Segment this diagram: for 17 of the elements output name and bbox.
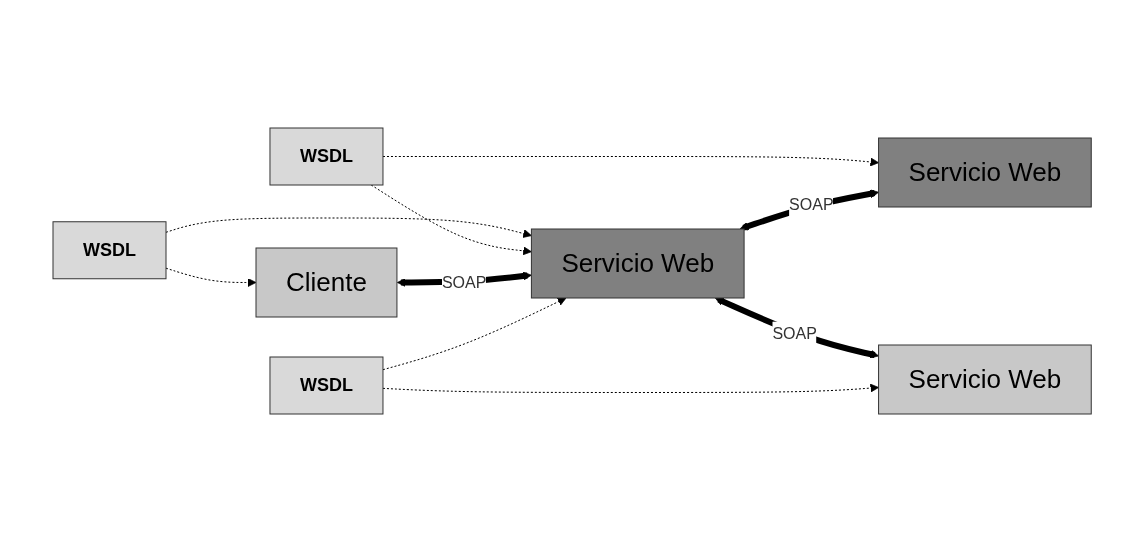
node-box: WSDL [269,356,384,414]
node-box: Servicio Web [530,228,745,298]
arrow [382,155,879,166]
node-box: Servicio Web [877,137,1092,207]
arrow [382,383,879,393]
arrow [382,296,567,370]
arrow [739,188,879,231]
node-box: WSDL [52,220,167,279]
node-box: WSDL [269,127,384,185]
edge-label: SOAP [788,195,834,213]
edge-label: SOAP [441,273,487,290]
node-box: Cliente [255,247,398,317]
edge-label: SOAP [772,324,817,342]
arrow [165,267,257,287]
arrow [714,296,879,358]
arrow [165,217,532,238]
node-box: Servicio Web [877,344,1092,414]
